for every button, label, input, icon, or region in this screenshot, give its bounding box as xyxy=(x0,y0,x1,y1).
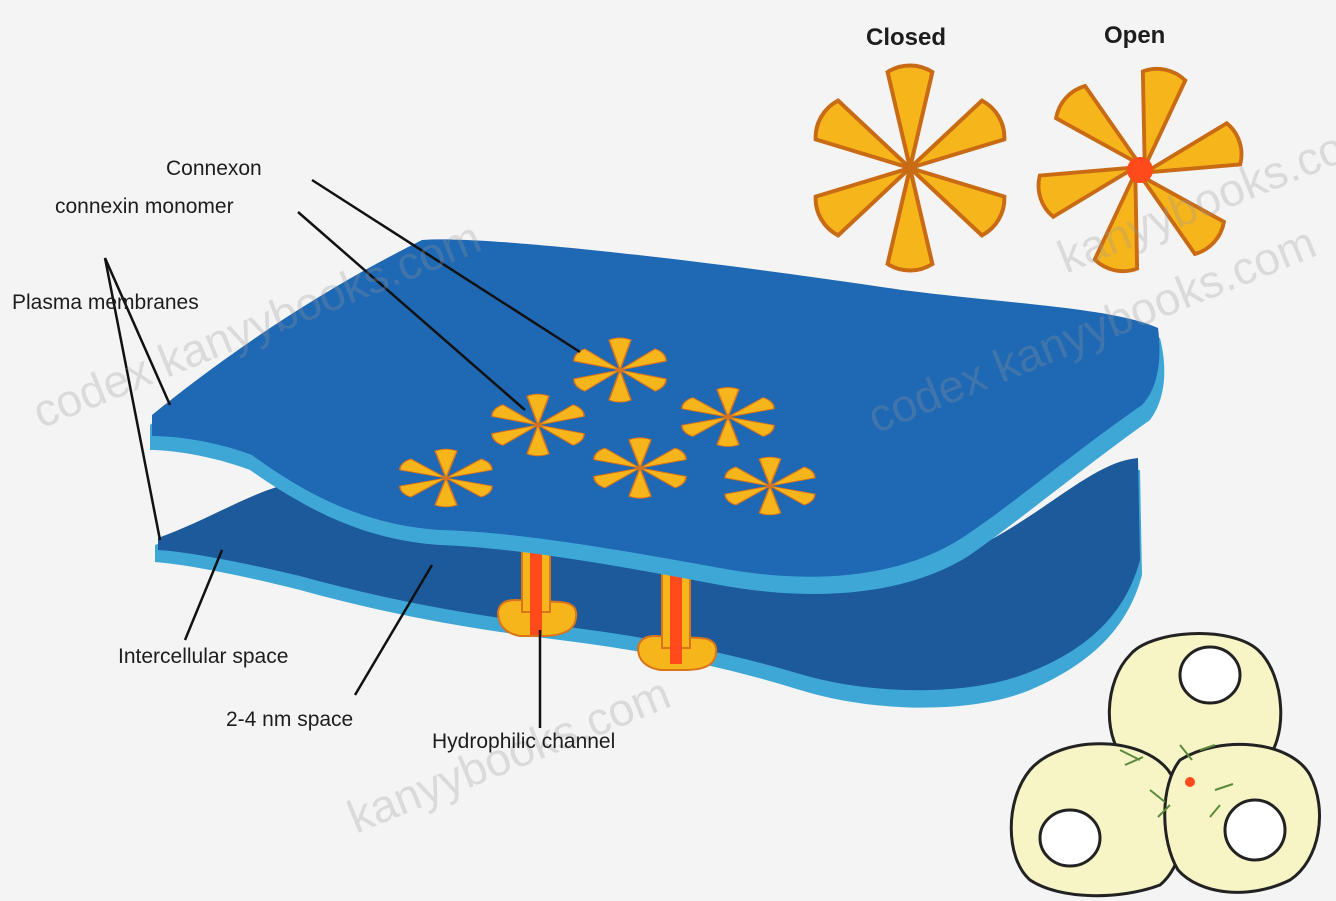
nucleus-top xyxy=(1180,647,1240,703)
closed-connexon-topview xyxy=(810,65,1010,270)
intercellular-space-label: Intercellular space xyxy=(118,645,288,669)
closed-label: Closed xyxy=(866,24,946,52)
cell-bottom-left xyxy=(1011,744,1183,896)
connexin-monomer-label: connexin monomer xyxy=(55,195,234,219)
open-connexon-topview xyxy=(1034,65,1246,275)
open-label: Open xyxy=(1104,22,1165,50)
plasma-membranes-label: Plasma membranes xyxy=(12,291,199,315)
junction-highlight xyxy=(1185,777,1195,787)
nucleus-bottom-right xyxy=(1225,800,1285,860)
hydrophilic-channel-label: Hydrophilic channel xyxy=(432,730,615,754)
nucleus-bottom-left xyxy=(1040,810,1100,866)
nm-space-label: 2-4 nm space xyxy=(226,708,353,732)
open-pore xyxy=(1127,157,1153,183)
connexon-label: Connexon xyxy=(166,157,262,181)
plasma-leader-1 xyxy=(105,258,170,405)
